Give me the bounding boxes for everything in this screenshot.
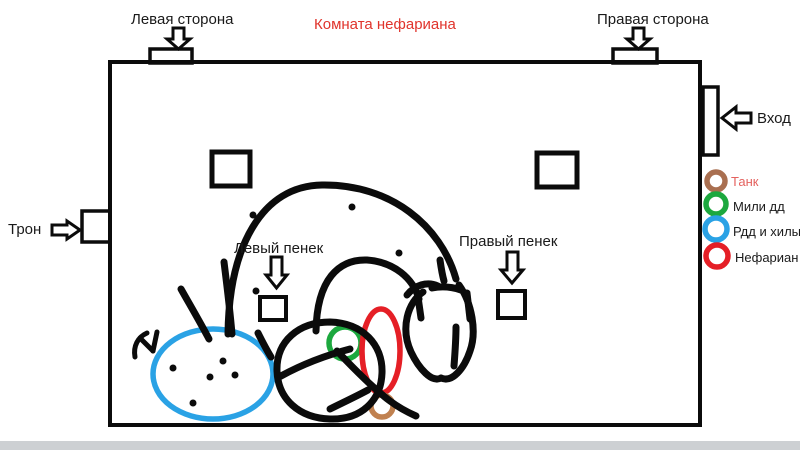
left-pillar-square	[209, 149, 253, 189]
left-side-label: Левая сторона	[131, 11, 234, 28]
left-stump-marker: Левый пенек	[234, 240, 324, 291]
sketch-arrow-stem	[132, 330, 150, 360]
nefarian-ring-icon	[703, 242, 731, 270]
dragon-horn-horizontal	[428, 283, 465, 294]
right-side-marker: Правая сторона	[597, 11, 709, 51]
sketch-arrow-head-2	[150, 329, 160, 354]
dot	[348, 203, 356, 211]
dragon-head-inner-right	[450, 323, 460, 370]
canvas-edge	[0, 441, 800, 450]
dot	[249, 211, 257, 219]
down-arrow-icon	[162, 26, 195, 51]
tank-ring-icon	[704, 169, 728, 193]
left-stump-label: Левый пенек	[234, 240, 324, 257]
legend-item-tank: Танк	[704, 169, 759, 193]
legend-label-tank: Танк	[731, 174, 759, 189]
right-pillar-square	[534, 150, 580, 190]
right-side-label: Правая сторона	[597, 11, 709, 28]
short-stroke	[254, 329, 275, 361]
tail-long-stroke	[333, 347, 420, 420]
legend-label-melee: Мили дд	[733, 199, 785, 214]
entrance-label: Вход	[757, 110, 791, 127]
right-stump-square	[496, 289, 527, 320]
dot	[189, 399, 197, 407]
dot	[231, 371, 239, 379]
body-lower-stroke	[326, 386, 372, 413]
legend-label-nefarian: Нефариан	[735, 250, 798, 265]
rdd-heals-ring-icon	[702, 215, 730, 243]
dragon-body-loop	[273, 318, 386, 423]
right-stump-marker: Правый пенек	[459, 233, 558, 286]
left-arrow-icon	[719, 103, 753, 133]
entrance-door-rect	[701, 85, 720, 157]
throne-label: Трон	[8, 221, 41, 238]
page-title: Комната нефариана	[314, 16, 457, 33]
rdd-heal-zone-ellipse	[150, 326, 276, 422]
right-stump-label: Правый пенек	[459, 233, 558, 250]
legend-item-melee: Мили дд	[703, 191, 785, 217]
down-arrow-icon	[622, 26, 655, 51]
entrance-marker: Вход	[719, 103, 791, 133]
sketch-arrow-head-1	[137, 335, 156, 354]
dragon-head-inner-left	[414, 293, 425, 322]
dragon-head-left	[402, 288, 445, 383]
legend-item-rdd-heals: Рдд и хилы	[702, 215, 800, 243]
sketch-dots	[169, 203, 403, 407]
down-arrow-icon	[262, 255, 291, 291]
antenna-stroke-1	[177, 285, 213, 343]
melee-ring-icon	[703, 191, 729, 217]
legend-item-nefarian: Нефариан	[703, 242, 798, 270]
legend-label-rdd-heals: Рдд и хилы	[733, 224, 800, 239]
throne-rect	[80, 209, 112, 244]
throne-marker: Трон	[8, 218, 83, 242]
body-inner-diagonal	[277, 345, 354, 380]
legend: Танк Мили дд Рдд и хилы Нефариан	[702, 169, 800, 270]
dot	[169, 364, 177, 372]
dragon-back-arc	[224, 181, 460, 338]
left-side-marker: Левая сторона	[131, 11, 234, 51]
dot	[219, 357, 227, 365]
dot	[206, 373, 214, 381]
antenna-stroke-2	[220, 258, 236, 338]
left-stump-square	[258, 295, 288, 322]
dragon-neck-tip	[436, 256, 448, 285]
dragon-horn-vertical	[463, 289, 474, 323]
right-arrow-icon	[50, 218, 83, 242]
dragon-neck-arc	[312, 256, 423, 335]
dragon-sketch	[132, 181, 477, 423]
room-outline	[108, 60, 702, 427]
down-arrow-icon	[497, 250, 527, 286]
dot	[395, 249, 403, 257]
dot	[252, 287, 260, 295]
